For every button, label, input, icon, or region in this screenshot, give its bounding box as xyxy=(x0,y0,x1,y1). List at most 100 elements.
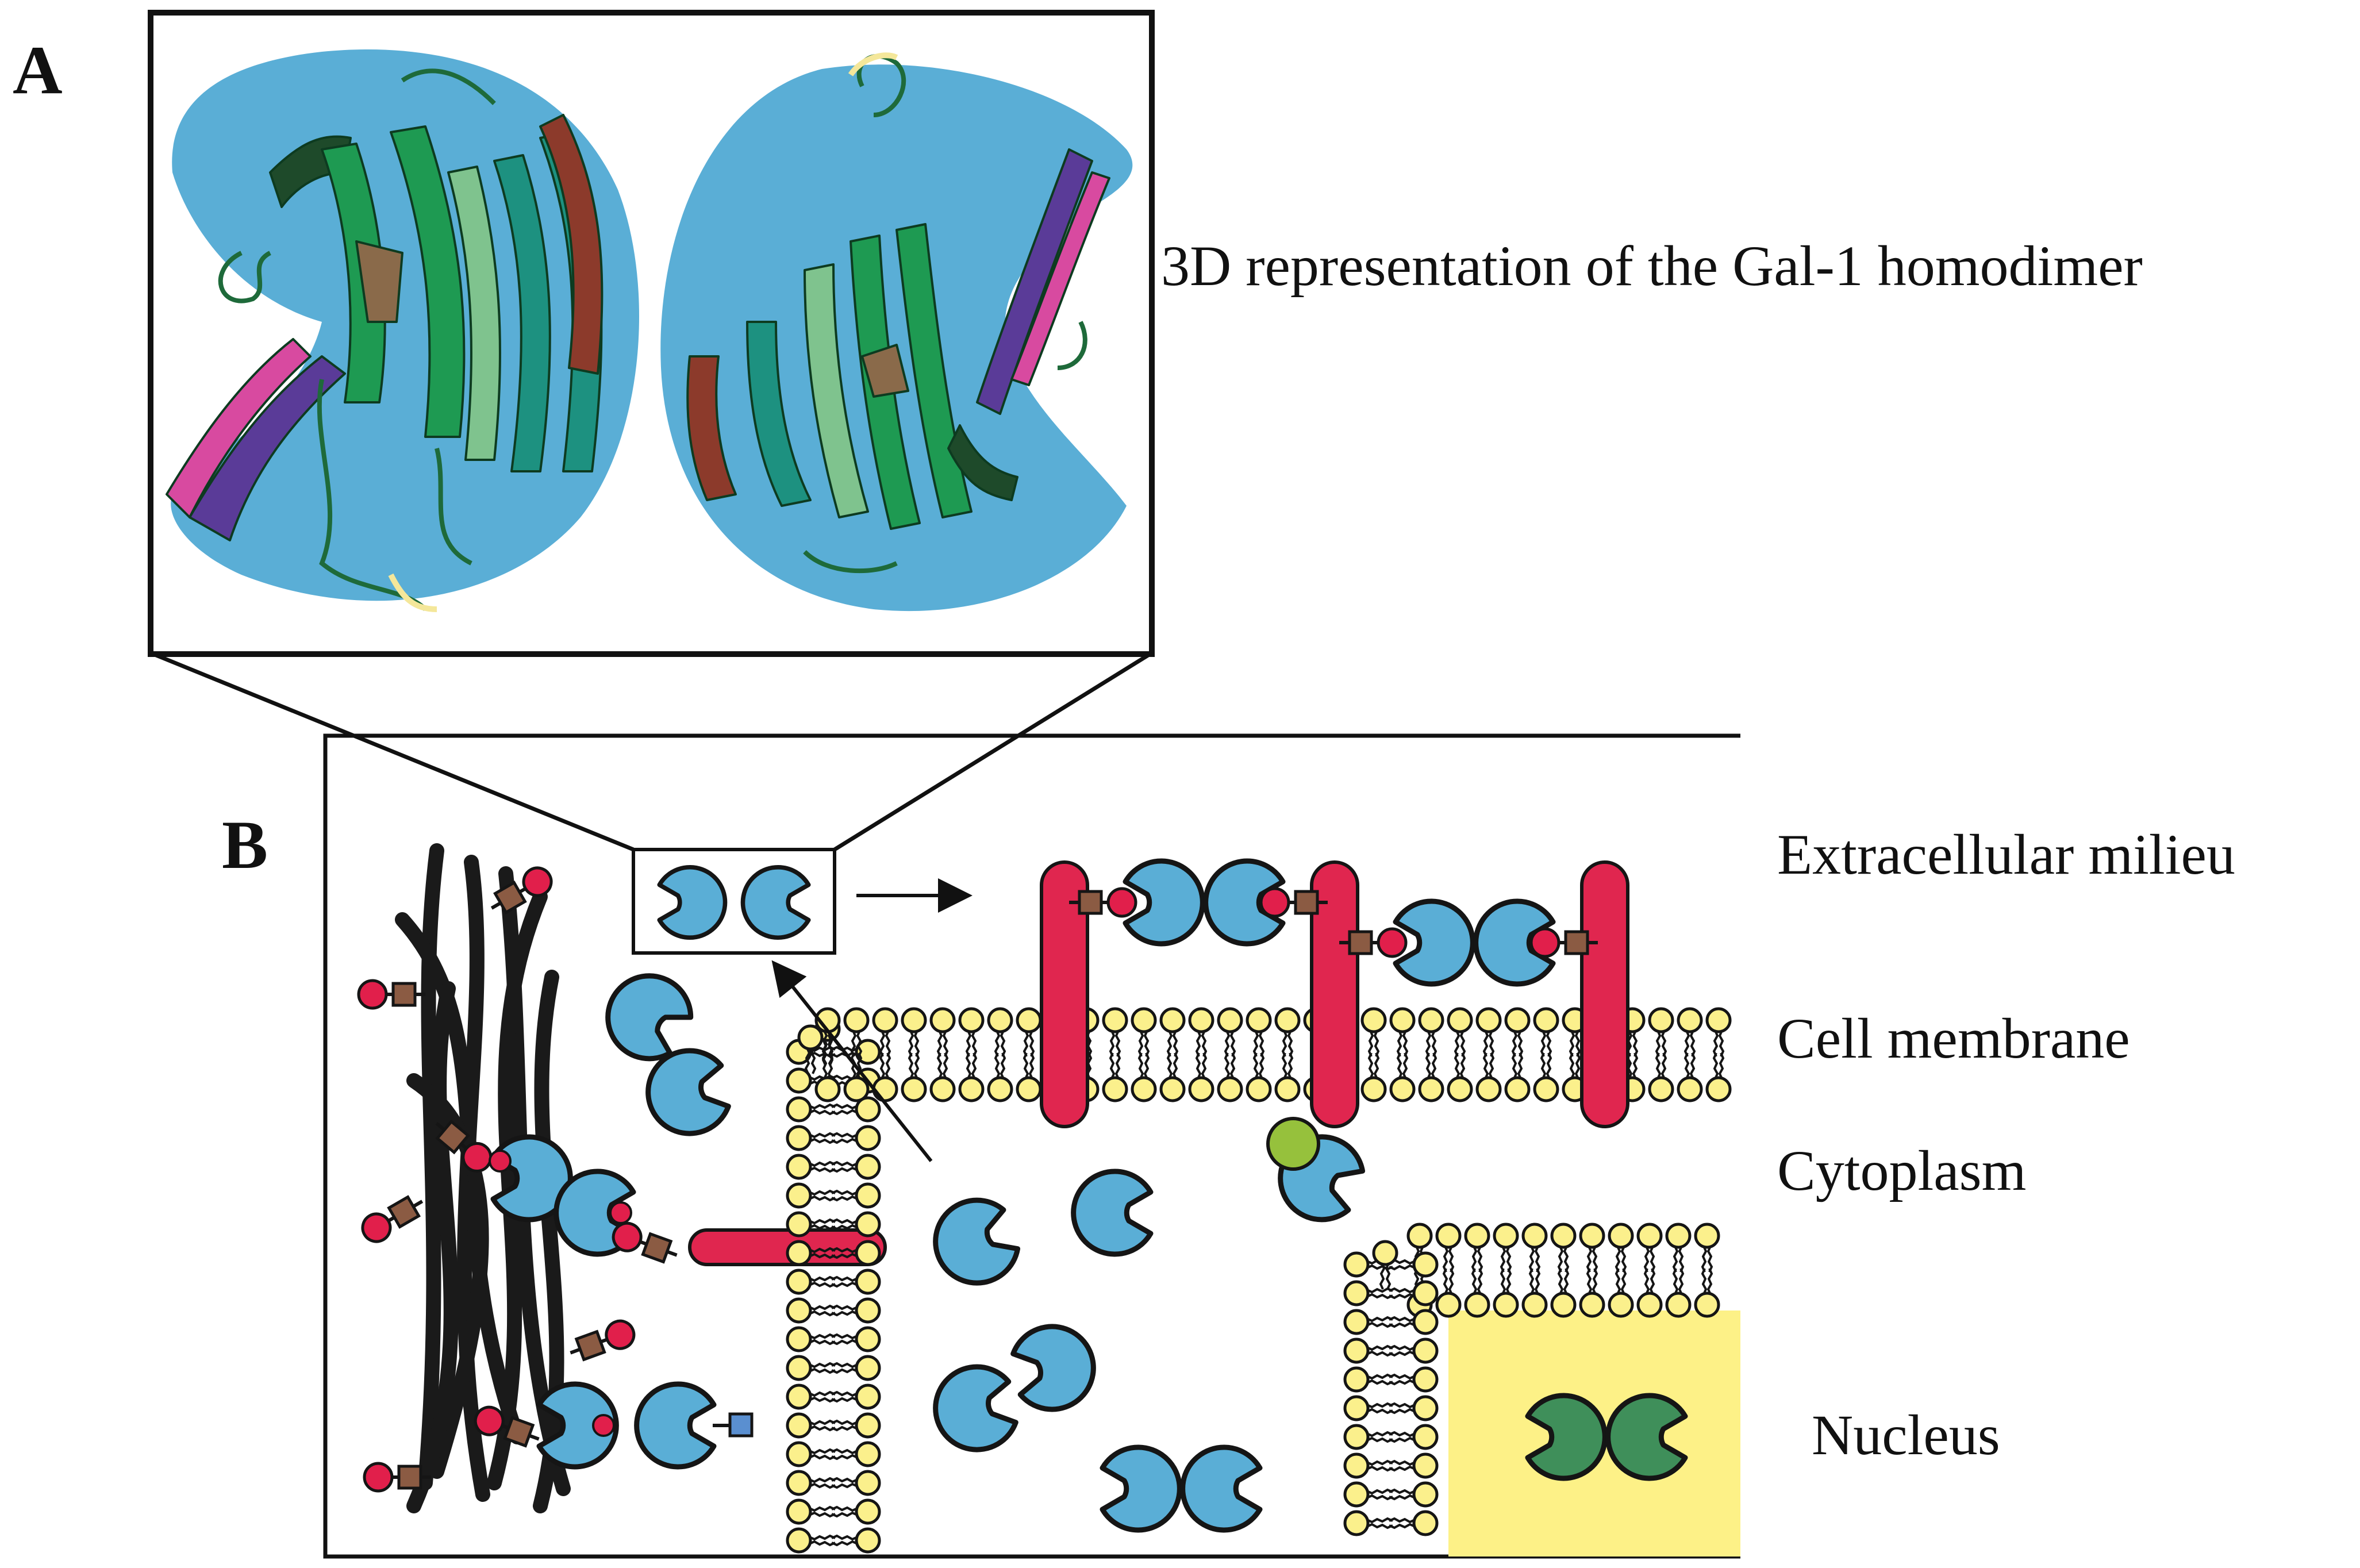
lipid-head xyxy=(1506,1009,1529,1056)
extracellular-galectins xyxy=(593,960,732,1140)
lipid-head xyxy=(1506,1053,1529,1101)
lipid-head xyxy=(1667,1269,1690,1316)
lipid-head xyxy=(1345,1368,1393,1391)
lipid-head xyxy=(1161,1053,1184,1101)
lipid-head xyxy=(1389,1425,1437,1448)
lipid-head xyxy=(989,1009,1012,1056)
lipid-head xyxy=(1247,1053,1270,1101)
lipid-head xyxy=(1494,1224,1517,1272)
lipid-head xyxy=(931,1053,954,1101)
lipid-head xyxy=(1650,1009,1673,1056)
lipid-head xyxy=(1345,1339,1393,1362)
lipid-head xyxy=(1017,1009,1040,1056)
lipid-head xyxy=(787,1328,835,1351)
lipid-head xyxy=(832,1500,879,1523)
lipid-head xyxy=(1667,1224,1690,1272)
lipid-head xyxy=(1017,1053,1040,1101)
lipid-head xyxy=(1437,1269,1460,1316)
lipid-head xyxy=(902,1053,925,1101)
lipid-head xyxy=(902,1009,925,1056)
lipid-head xyxy=(1374,1242,1397,1289)
lipid-head xyxy=(787,1500,835,1523)
lipid-head xyxy=(1707,1053,1730,1101)
lipid-head xyxy=(787,1529,835,1552)
nucleus xyxy=(1345,1224,1740,1557)
right-beta-strands xyxy=(686,148,1110,530)
lipid-head xyxy=(1389,1368,1437,1391)
lipid-head xyxy=(787,1385,835,1408)
lipid-head xyxy=(1389,1454,1437,1477)
cytoplasmic-galectins xyxy=(924,1117,1370,1530)
membrane-anchor xyxy=(1266,1117,1320,1171)
lipid-head xyxy=(832,1385,879,1408)
lipid-head xyxy=(1276,1053,1299,1101)
panel-b-frame xyxy=(323,733,1740,1559)
lipid-head xyxy=(1535,1009,1558,1056)
lipid-head xyxy=(1190,1053,1213,1101)
left-beta-strands xyxy=(166,114,604,541)
lipid-head xyxy=(1466,1269,1489,1316)
zoom-connector-lines xyxy=(149,651,1153,852)
lipid-head xyxy=(1345,1454,1393,1477)
lipid-head xyxy=(1389,1512,1437,1535)
lipid-head xyxy=(1535,1053,1558,1101)
label-nucleus: Nucleus xyxy=(1812,1403,2000,1467)
lipid-head xyxy=(832,1443,879,1466)
lipid-head xyxy=(960,1053,983,1101)
lipid-head xyxy=(1678,1053,1701,1101)
lipid-head xyxy=(1650,1053,1673,1101)
lipid-head xyxy=(832,1356,879,1379)
lipid-head xyxy=(1132,1053,1155,1101)
lipid-head xyxy=(1477,1009,1500,1056)
lipid-head xyxy=(1696,1224,1719,1272)
lipid-head xyxy=(1523,1269,1546,1316)
lipid-head xyxy=(931,1009,954,1056)
lipid-head xyxy=(787,1270,835,1293)
lipid-head xyxy=(787,1184,835,1207)
lipid-head xyxy=(1345,1397,1393,1420)
lipid-head xyxy=(1190,1009,1213,1056)
lipid-head xyxy=(1494,1269,1517,1316)
label-cell-membrane: Cell membrane xyxy=(1777,1006,2130,1070)
panel-a-structure xyxy=(148,10,1155,657)
lipid-head xyxy=(1132,1009,1155,1056)
lipid-head xyxy=(787,1155,835,1178)
right-loops xyxy=(803,52,1087,574)
lipid-head xyxy=(1345,1310,1393,1333)
lipid-head xyxy=(1696,1269,1719,1316)
lipid-head xyxy=(1391,1053,1414,1101)
label-extracellular: Extracellular milieu xyxy=(1777,823,2235,886)
lipid-head xyxy=(1552,1269,1575,1316)
lipid-head xyxy=(989,1053,1012,1101)
lipid-head xyxy=(1362,1053,1385,1101)
galectin-lattice-left xyxy=(493,1137,754,1467)
lipid-head xyxy=(1678,1009,1701,1056)
label-cytoplasm: Cytoplasm xyxy=(1777,1139,2026,1202)
lipid-head xyxy=(1523,1224,1546,1272)
lipid-head xyxy=(787,1356,835,1379)
panel-a-caption: 3D representation of the Gal-1 homodimer xyxy=(1161,234,2143,298)
lipid-head xyxy=(1362,1009,1385,1056)
lipid-head xyxy=(1448,1053,1471,1101)
left-loops xyxy=(218,68,496,612)
lipid-head xyxy=(1420,1009,1443,1056)
lipid-head xyxy=(1420,1053,1443,1101)
lipid-head xyxy=(1104,1009,1127,1056)
lipid-head xyxy=(1247,1009,1270,1056)
lipid-head xyxy=(787,1443,835,1466)
lipid-head xyxy=(1707,1009,1730,1056)
lipid-head xyxy=(1389,1339,1437,1362)
arrows xyxy=(771,878,973,1162)
lipid-head xyxy=(1638,1269,1661,1316)
lipid-head xyxy=(1477,1053,1500,1101)
lipid-head xyxy=(1345,1282,1393,1305)
panel-a-letter: A xyxy=(13,32,63,108)
lipid-head xyxy=(832,1299,879,1322)
lipid-head xyxy=(1161,1009,1184,1056)
lipid-head xyxy=(832,1471,879,1494)
lipid-head xyxy=(1219,1053,1242,1101)
transmembrane-glycoproteins xyxy=(1040,860,1629,1128)
lipid-head xyxy=(1466,1224,1489,1272)
lipid-head xyxy=(1552,1224,1575,1272)
lipid-head xyxy=(787,1471,835,1494)
